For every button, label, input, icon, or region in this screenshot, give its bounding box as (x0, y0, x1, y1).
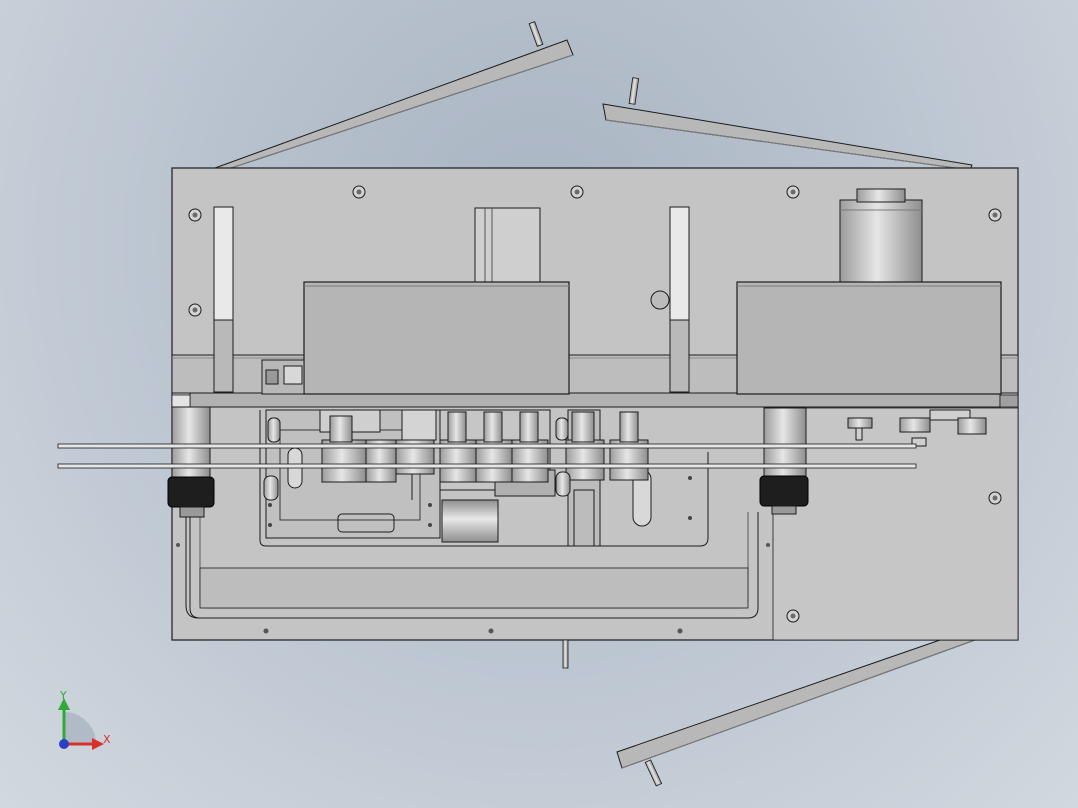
flap-pin-top-left (528, 21, 544, 47)
housing-right (736, 188, 1002, 395)
flap-pin-bottom-right (644, 759, 663, 787)
flap-pin-top-right (628, 77, 640, 105)
guide-slot-right (669, 206, 690, 393)
motor-cylinder (839, 188, 923, 283)
bracket-left (261, 359, 305, 395)
housing-left (303, 207, 570, 395)
flap-bottom-right (616, 639, 976, 787)
fittings-right (847, 409, 987, 447)
flap-top-left (213, 21, 574, 172)
x-axis-head (92, 738, 104, 750)
roller-row (263, 411, 649, 501)
coordinate-triad: Y X (58, 689, 111, 750)
roller-8 (565, 411, 605, 481)
grip-right (759, 407, 809, 515)
bottom-pin (562, 639, 569, 669)
guide-slot-left (213, 206, 234, 393)
y-axis-label: Y (59, 689, 67, 702)
flap-top-right (602, 77, 973, 171)
z-axis-dot (59, 739, 69, 749)
y-axis-head (58, 698, 70, 710)
mounting-holes (176, 185, 1002, 634)
lower-tray (189, 410, 759, 619)
roller-1 (263, 417, 281, 501)
x-axis-label: X (103, 733, 111, 746)
guide-rods (57, 443, 917, 469)
